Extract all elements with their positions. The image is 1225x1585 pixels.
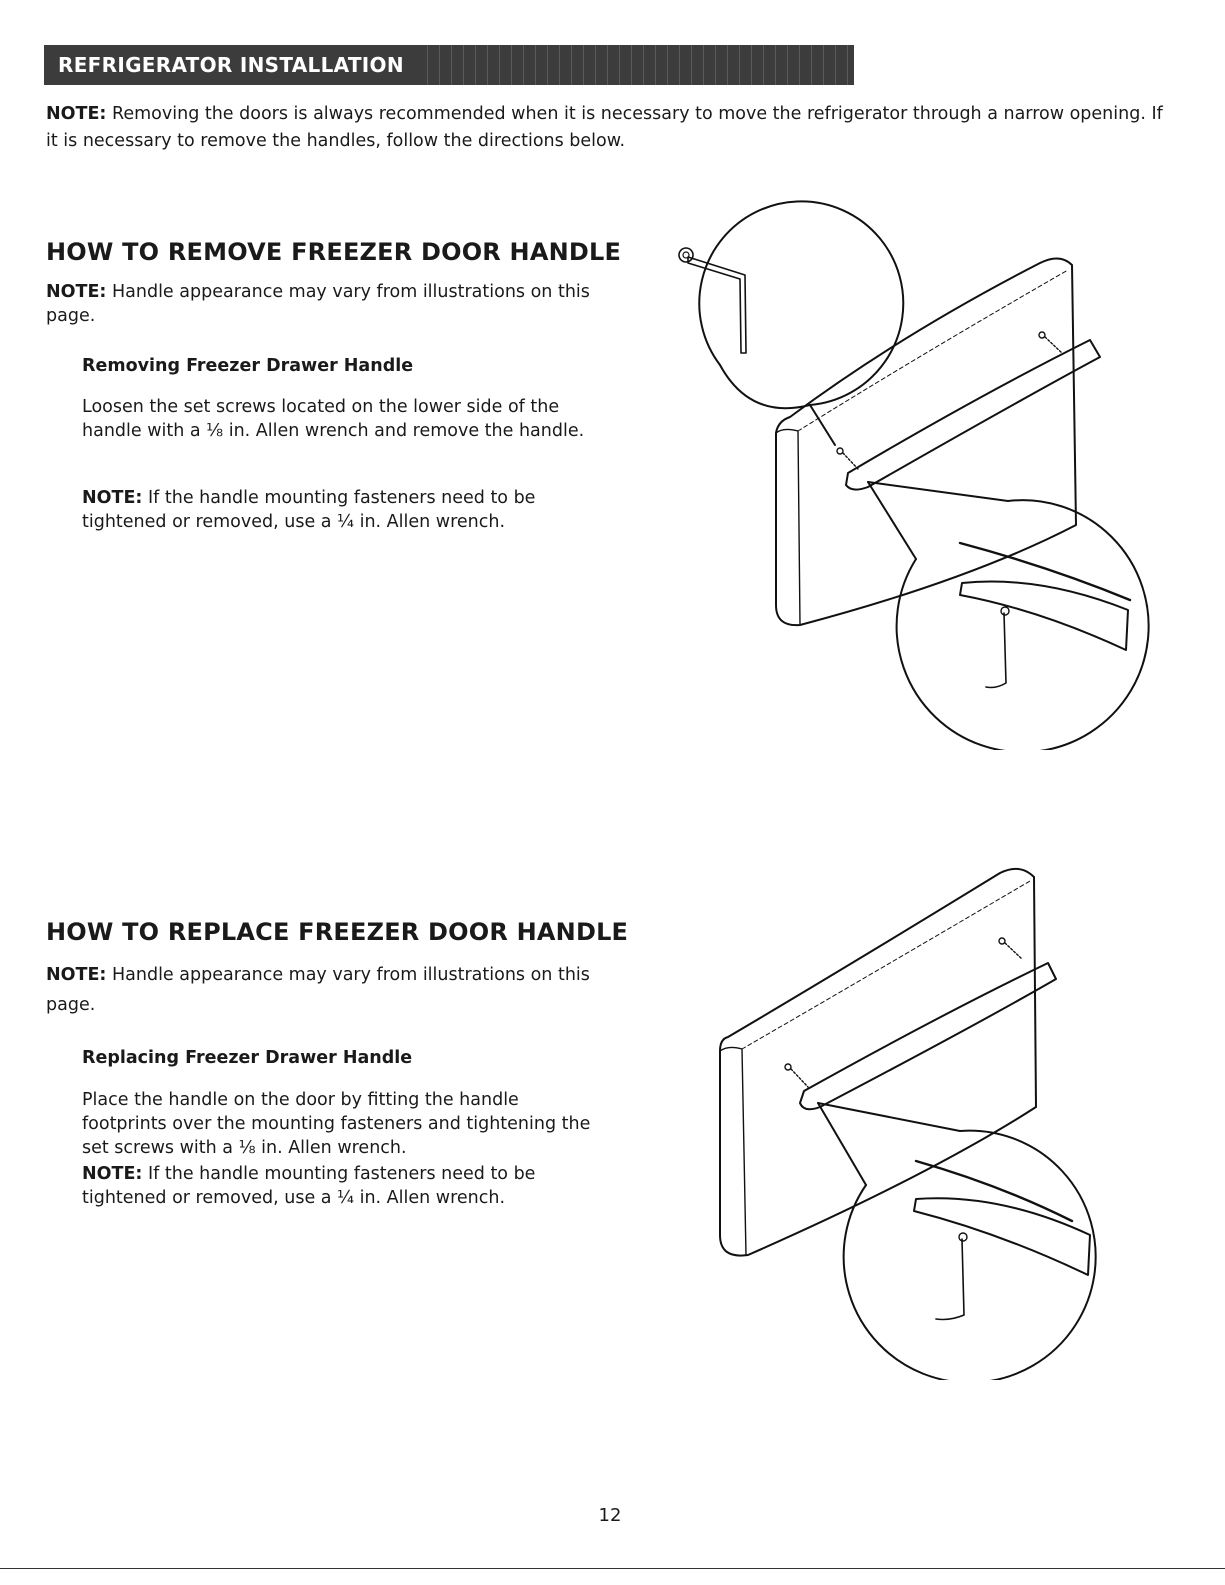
intro-note-label: NOTE: [46, 104, 107, 124]
intro-note-text: Removing the doors is always recommended… [46, 104, 1163, 151]
door-handle [845, 339, 1101, 491]
replace-fastener-note-text: If the handle mounting fasteners need to… [82, 1164, 536, 1208]
allen-wrench-callout [678, 200, 905, 446]
door-handle [799, 962, 1057, 1111]
remove-appearance-note: NOTE: Handle appearance may vary from il… [46, 280, 606, 328]
handle-screw-callout [867, 481, 1150, 750]
remove-handle-illustration [678, 200, 1150, 750]
intro-note: NOTE: Removing the doors is always recom… [46, 101, 1166, 155]
remove-subheading: Removing Freezer Drawer Handle [82, 356, 414, 376]
set-screw [784, 937, 1023, 1088]
replace-appearance-note-text: Handle appearance may vary from illustra… [46, 965, 590, 1015]
replace-handle-illustration [719, 867, 1097, 1380]
freezer-drawer-front [719, 867, 1037, 1257]
remove-appearance-note-label: NOTE: [46, 282, 107, 302]
remove-fastener-note: NOTE: If the handle mounting fasteners n… [82, 486, 602, 534]
replace-appearance-note-label: NOTE: [46, 965, 107, 985]
section-title: REFRIGERATOR INSTALLATION [44, 45, 418, 85]
page-number: 12 [598, 1505, 622, 1526]
remove-fastener-note-text: If the handle mounting fasteners need to… [82, 488, 536, 532]
replace-subheading: Replacing Freezer Drawer Handle [82, 1048, 413, 1068]
set-screw [836, 331, 1063, 470]
remove-instructions: Loosen the set screws located on the low… [82, 397, 585, 441]
remove-handle-heading: HOW TO REMOVE FREEZER DOOR HANDLE [46, 238, 622, 266]
replace-appearance-note: NOTE: Handle appearance may vary from il… [46, 960, 606, 1020]
replace-fastener-note: NOTE: If the handle mounting fasteners n… [82, 1162, 602, 1210]
bottom-rule [0, 1568, 1225, 1569]
replace-fastener-note-label: NOTE: [82, 1164, 143, 1184]
handle-screw-callout [817, 1102, 1097, 1380]
remove-fastener-note-label: NOTE: [82, 488, 143, 508]
freezer-drawer-front [775, 257, 1077, 627]
replace-handle-heading: HOW TO REPLACE FREEZER DOOR HANDLE [46, 918, 629, 946]
replace-instructions: Place the handle on the door by fitting … [82, 1090, 591, 1158]
remove-appearance-note-text: Handle appearance may vary from illustra… [46, 282, 590, 326]
section-banner: REFRIGERATOR INSTALLATION [44, 45, 854, 85]
